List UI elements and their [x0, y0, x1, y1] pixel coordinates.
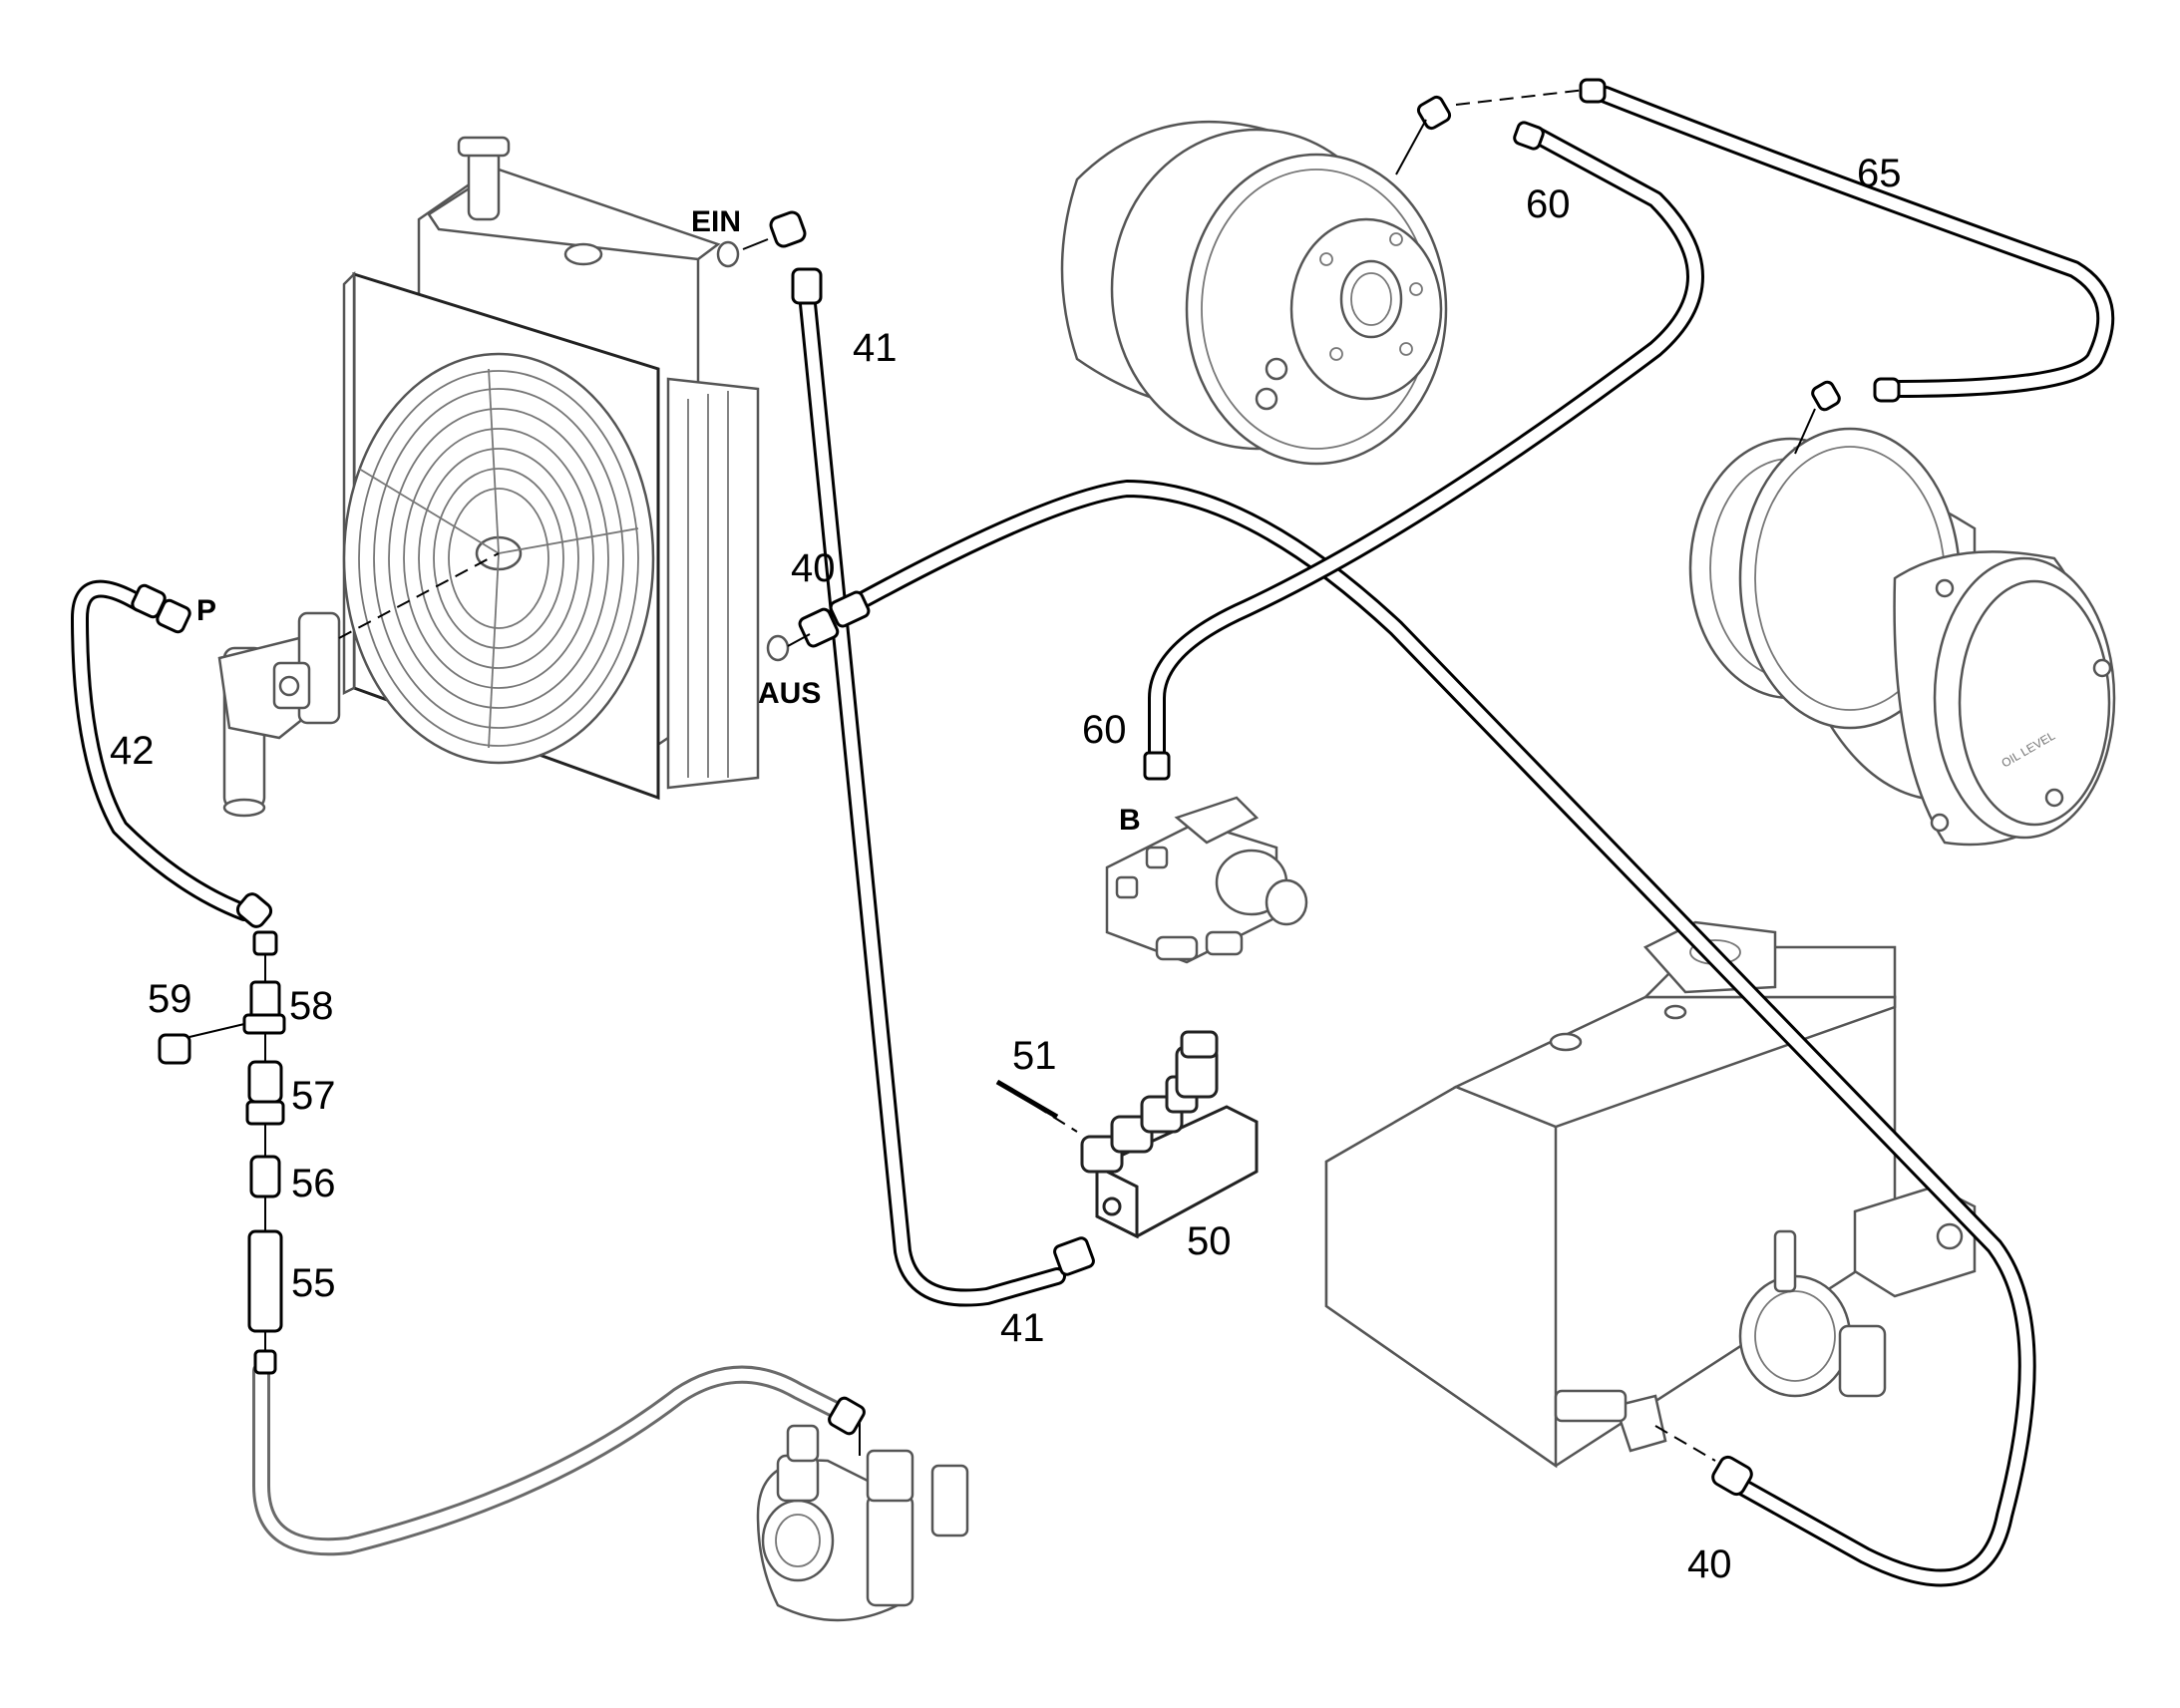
pump-p — [217, 552, 500, 818]
callout-56: 56 — [291, 1162, 336, 1205]
port-label-b: B — [1119, 804, 1141, 837]
oil-cooler-assembly — [342, 136, 790, 801]
valve-block-b — [1105, 796, 1308, 964]
hydraulic-tank — [1324, 920, 1977, 1469]
hydraulic-motor-lower: OIL LEVEL — [1688, 427, 2116, 847]
callout-57: 57 — [291, 1074, 336, 1118]
callout-51: 51 — [1012, 1034, 1057, 1078]
callout-60-top: 60 — [1526, 182, 1571, 226]
callout-55: 55 — [291, 1261, 336, 1305]
hydraulic-motor-upper — [1060, 120, 1448, 466]
hoses — [71, 86, 2115, 1587]
callout-65: 65 — [1857, 152, 1902, 195]
callout-40-top: 40 — [791, 546, 836, 590]
callout-41-top: 41 — [853, 326, 898, 370]
valve-block-50 — [995, 1030, 1259, 1239]
callout-60-mid: 60 — [1082, 708, 1127, 752]
callout-42: 42 — [110, 729, 155, 773]
gear-pump-lower — [756, 1406, 969, 1622]
callout-41-bottom: 41 — [1000, 1306, 1045, 1350]
callout-58: 58 — [289, 984, 334, 1028]
callout-59: 59 — [148, 977, 192, 1021]
callout-50: 50 — [1187, 1219, 1232, 1263]
port-label-ein: EIN — [691, 205, 741, 238]
fan-guard — [342, 352, 655, 765]
fittings — [131, 78, 1901, 1497]
port-label-aus: AUS — [758, 677, 821, 710]
port-label-p: P — [196, 594, 216, 627]
callout-40-bottom: 40 — [1687, 1542, 1732, 1586]
